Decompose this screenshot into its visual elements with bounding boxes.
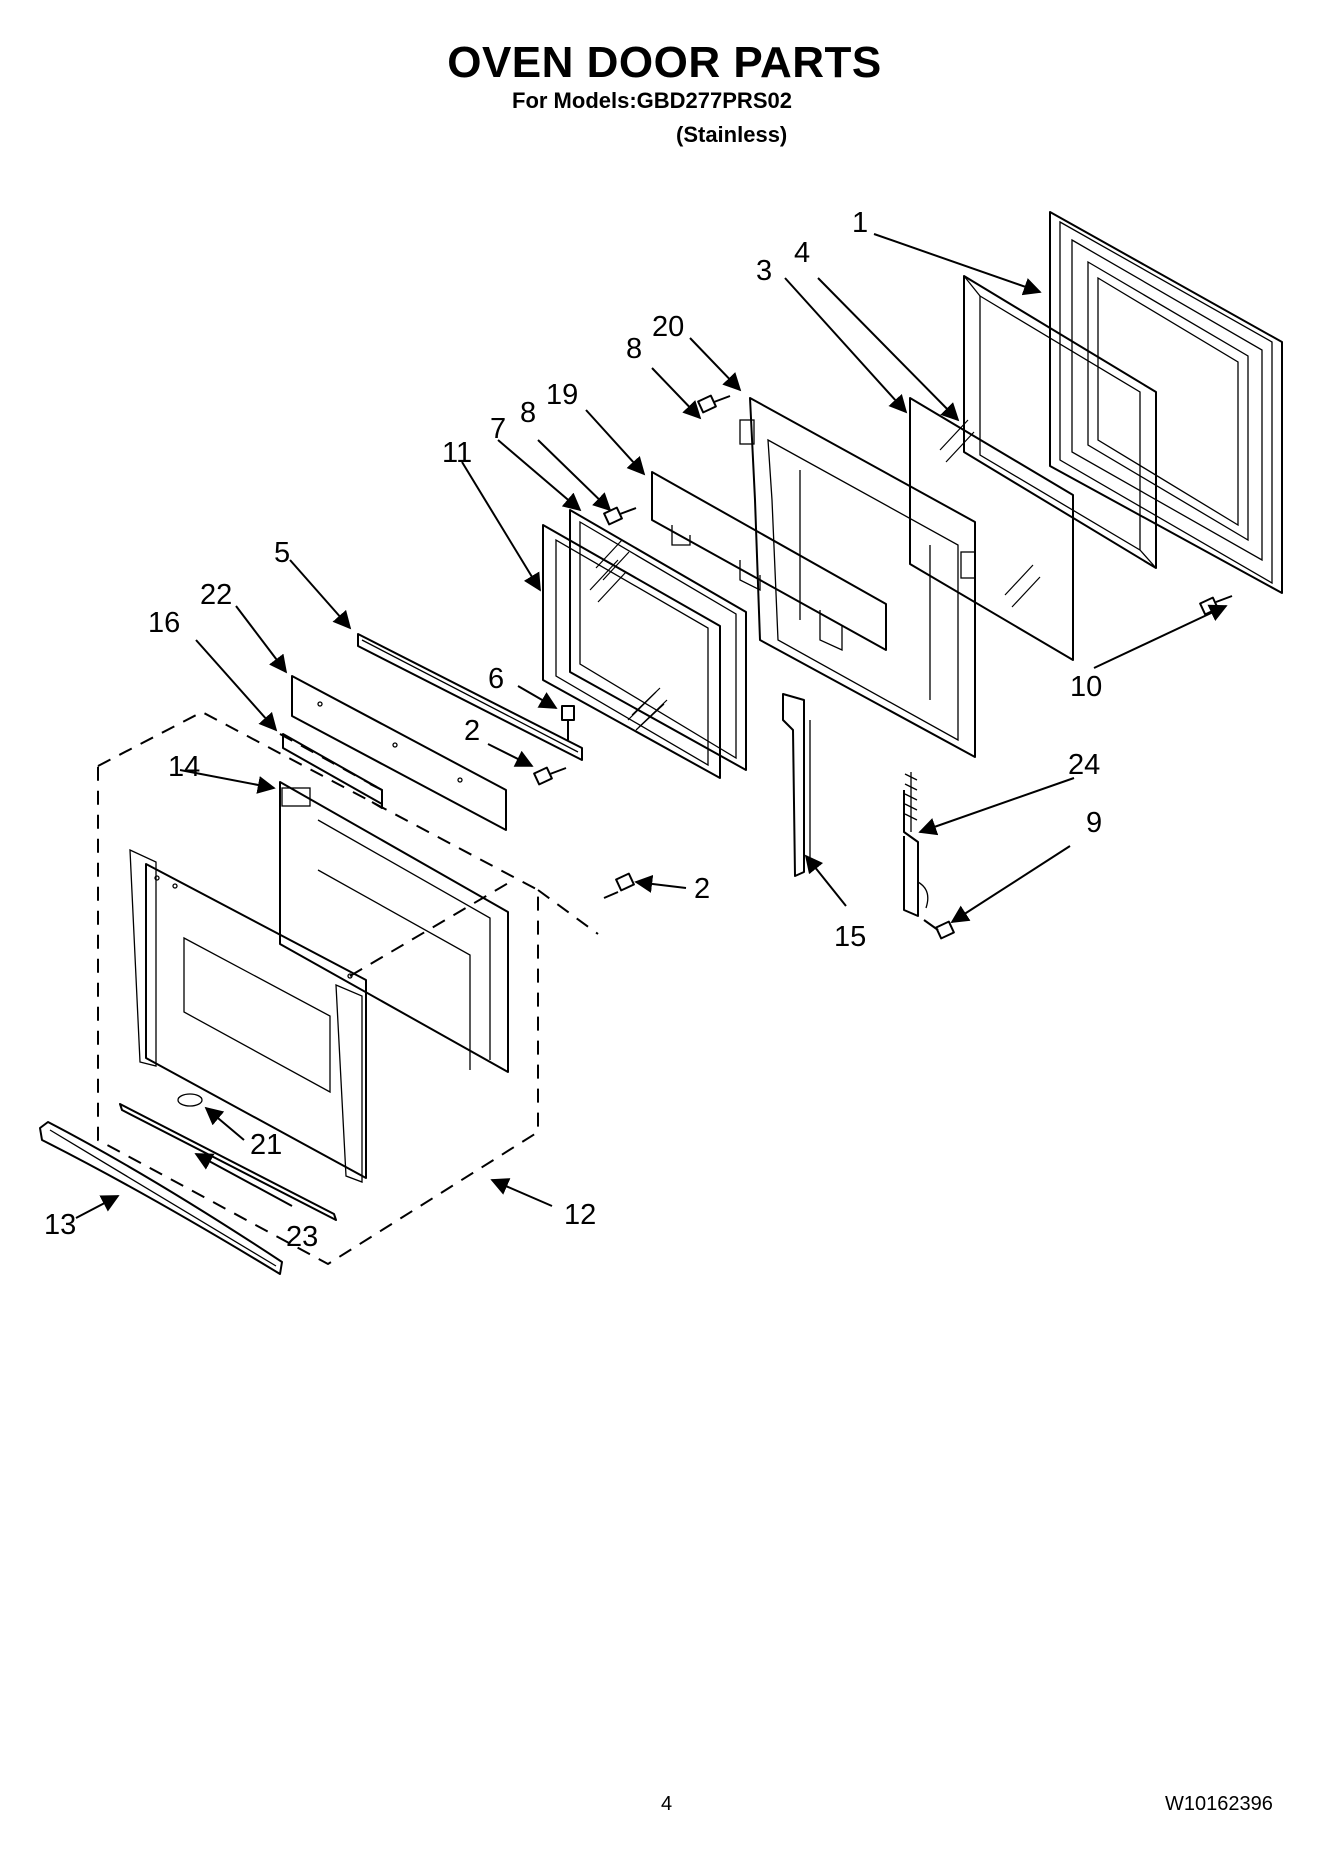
- callout-label: 8: [520, 397, 536, 429]
- callout-label: 22: [200, 579, 232, 611]
- callout-label: 8: [626, 333, 642, 365]
- screw-icon: [923, 919, 955, 940]
- part-window-glass: [542, 524, 721, 779]
- models-line: For Models:GBD277PRS02: [512, 88, 792, 113]
- part-rail: [357, 633, 583, 761]
- callout-label: 2: [694, 873, 710, 905]
- page-title: OVEN DOOR PARTS: [447, 38, 882, 87]
- part-glass-pack-frame: [739, 397, 976, 758]
- callout-label: 16: [148, 607, 180, 639]
- callout-label: 3: [756, 255, 772, 287]
- callout-label: 7: [490, 413, 506, 445]
- assembly-outline: [97, 710, 599, 1266]
- part-door-frame: [963, 275, 1157, 569]
- screws: [533, 394, 1233, 940]
- callout-label: 11: [442, 437, 472, 469]
- callout-label: 20: [652, 311, 684, 343]
- callout-label: 5: [274, 537, 290, 569]
- screw-icon: [533, 766, 567, 786]
- callout-label: 1: [852, 207, 868, 239]
- screw-icon: [603, 872, 635, 899]
- part-outer-door-panel: [1049, 211, 1283, 594]
- part-baffle: [651, 471, 887, 652]
- callout-label: 2: [464, 715, 480, 747]
- callout-label: 10: [1070, 671, 1102, 703]
- part-door-liner: [279, 781, 509, 1073]
- part-door-handle: [39, 1121, 283, 1275]
- callout-labels: 1 3 4 20 8 19 8 7 11 5 22 16 6 2 14 2 10…: [44, 207, 1102, 1253]
- part-outer-door: [129, 848, 367, 1183]
- document-number: W10162396: [1165, 1793, 1273, 1815]
- callout-label: 21: [250, 1129, 282, 1161]
- callout-label: 14: [168, 751, 200, 783]
- part-inner-glass: [909, 397, 1074, 661]
- part-trim-strip: [119, 1103, 337, 1221]
- screw-icon: [697, 394, 731, 414]
- callout-label: 19: [546, 379, 578, 411]
- callout-label: 4: [794, 237, 810, 269]
- callout-label: 9: [1086, 807, 1102, 839]
- callout-label: 12: [564, 1199, 596, 1231]
- part-vent-baffle: [282, 733, 383, 809]
- callout-label: 24: [1068, 749, 1100, 781]
- variant-label: (Stainless): [676, 122, 788, 147]
- callout-label: 13: [44, 1209, 76, 1241]
- callout-label: 6: [488, 663, 504, 695]
- part-hinge: [903, 772, 929, 917]
- part-vent-plate: [291, 675, 507, 831]
- callout-label: 23: [286, 1221, 318, 1253]
- part-hinge-receptacle: [782, 693, 811, 877]
- screw-icon: [561, 705, 575, 740]
- leader-lines: [75, 233, 1228, 1219]
- callout-label: 15: [834, 921, 866, 953]
- page-number: 4: [661, 1793, 673, 1815]
